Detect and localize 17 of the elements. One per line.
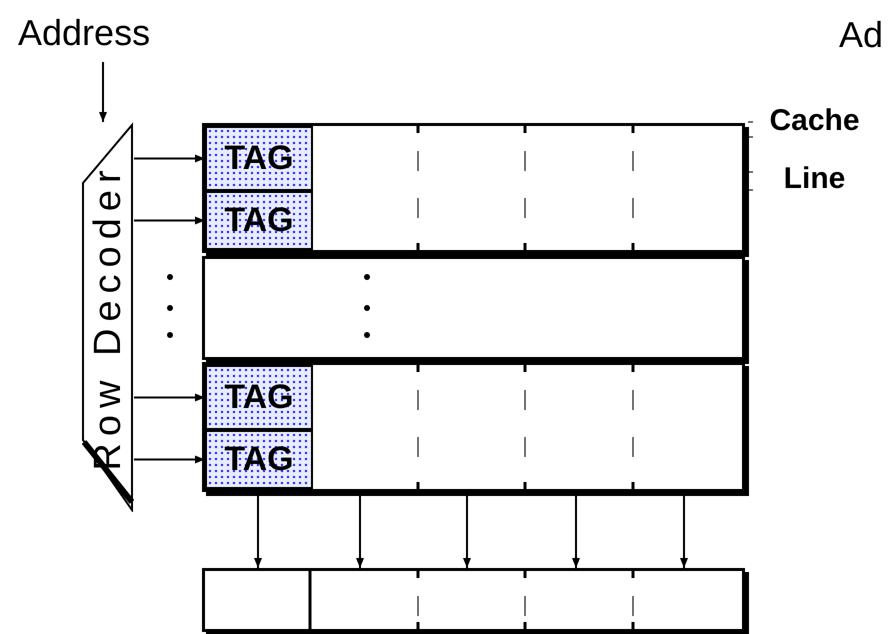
tag-field: TAG bbox=[205, 126, 313, 191]
arrow bbox=[134, 456, 205, 464]
tag-field: TAG bbox=[205, 365, 313, 430]
arrow bbox=[680, 496, 688, 568]
arrow bbox=[356, 496, 364, 568]
input-label: Ad bbox=[838, 13, 884, 57]
tag-field: TAG bbox=[205, 191, 313, 250]
arrow bbox=[572, 496, 580, 568]
arrow bbox=[254, 496, 262, 568]
arrow bbox=[99, 62, 107, 122]
arrow bbox=[463, 496, 471, 568]
part-label: Cache Line bbox=[768, 103, 861, 197]
input-label: Address bbox=[18, 12, 193, 58]
arrow bbox=[134, 394, 205, 402]
arrow bbox=[134, 154, 205, 162]
arrow bbox=[134, 216, 205, 224]
tag-field: TAG bbox=[205, 430, 313, 489]
